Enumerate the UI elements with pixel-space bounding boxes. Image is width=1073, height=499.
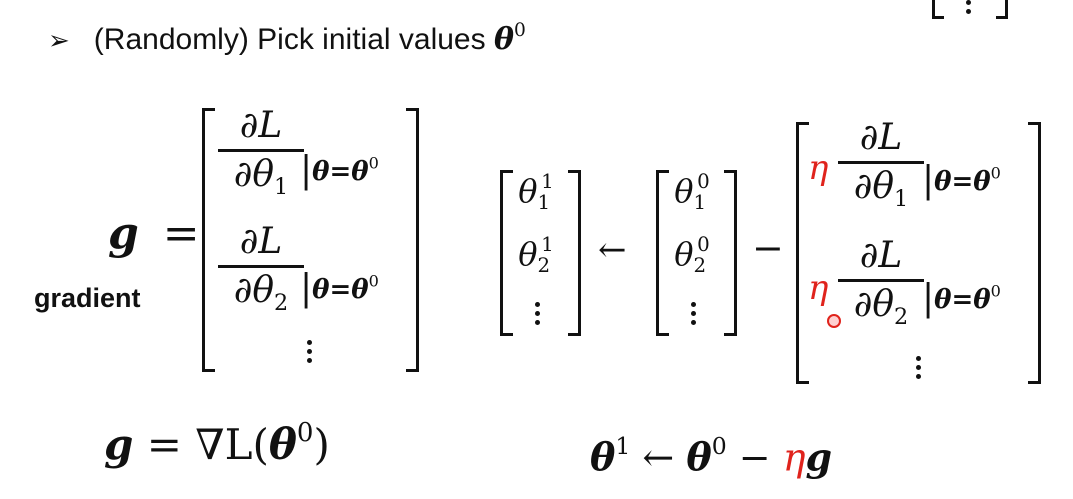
gradient-label: gradient (34, 283, 141, 313)
gradient-bracket-right (406, 108, 419, 372)
eta-vdots (912, 352, 924, 383)
header-text: (Randomly) Pick initial values (93, 23, 494, 57)
theta1-bracket-right (568, 170, 581, 336)
eta-row2-fraction: ∂L ∂θ2 (838, 236, 924, 336)
gradient-row2-eval: |θ=θ0 (300, 268, 379, 309)
eta-row2: η (808, 268, 829, 308)
update-compact-equation: θ1 ← θ0 − ηg (590, 432, 833, 480)
corner-vdots (962, 0, 974, 18)
theta0-vdots (687, 298, 699, 329)
theta1-bracket-left (500, 170, 513, 336)
row2-denominator: ∂θ (233, 269, 275, 311)
gradient-vdots (303, 336, 315, 367)
eta-row2-eval: |θ=θ0 (922, 278, 1001, 319)
update-minus: − (752, 226, 784, 270)
corner-bracket-right (996, 0, 1008, 19)
gradient-row1-fraction: ∂L ∂θ1 (218, 106, 304, 206)
row1-numerator: ∂L (239, 105, 283, 146)
theta0-bracket-right (724, 170, 737, 336)
eta-bracket-left (796, 122, 809, 384)
bullet-arrow-icon: ➢ (48, 25, 70, 56)
gradient-row1-eval: |θ=θ0 (300, 150, 379, 191)
eta-bracket-right (1028, 122, 1041, 384)
row1-denominator: ∂θ (233, 153, 275, 195)
header-theta-sup: 0 (513, 20, 526, 41)
g-equals: g = (108, 208, 200, 259)
header-line: ➢ (Randomly) Pick initial values θ0 (48, 20, 526, 57)
update-arrow: ← (598, 230, 627, 270)
gradient-nabla-equation: g = ∇L(θ0) (104, 418, 330, 470)
eta-row1: η (808, 148, 829, 188)
theta1-vdots (531, 298, 543, 329)
corner-bracket-left (932, 0, 944, 19)
theta1-row1: θ11 (518, 170, 554, 214)
eta-row1-fraction: ∂L ∂θ1 (838, 118, 924, 218)
theta0-row1: θ10 (674, 170, 710, 214)
eta-row1-eval: |θ=θ0 (922, 160, 1001, 201)
gradient-row2-fraction: ∂L ∂θ2 (218, 222, 304, 322)
gradient-bracket-left (202, 108, 215, 372)
g-symbol: g (108, 208, 139, 259)
theta1-row2: θ21 (518, 233, 554, 277)
equals-sign: = (162, 208, 200, 259)
header-theta: θ (493, 22, 514, 58)
row2-numerator: ∂L (239, 221, 283, 262)
laser-pointer-icon (827, 314, 841, 328)
theta0-row2: θ20 (674, 233, 710, 277)
theta0-bracket-left (656, 170, 669, 336)
